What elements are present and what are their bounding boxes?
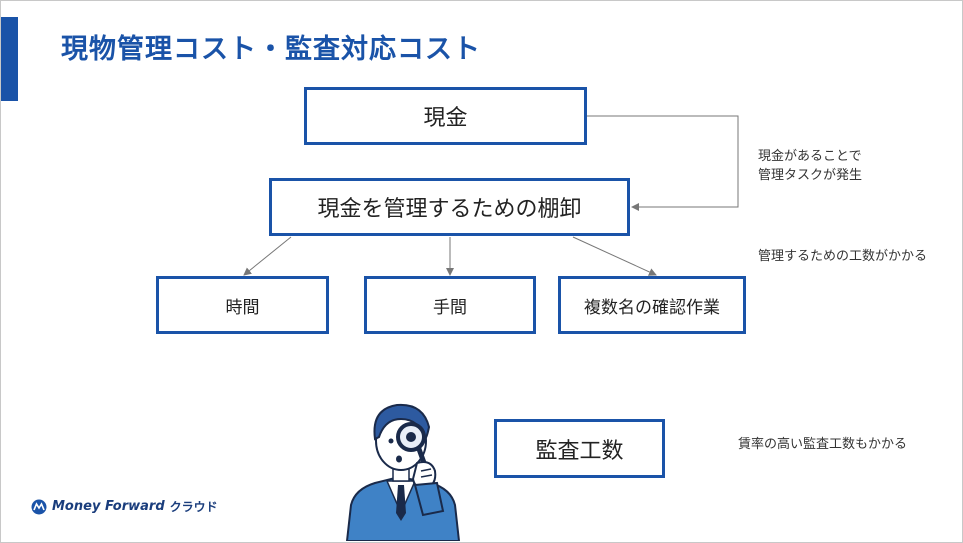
money-forward-logo-icon — [31, 499, 47, 514]
logo-suffix: クラウド — [169, 500, 218, 514]
task-note-line1: 現金があることで — [758, 149, 862, 164]
confirmation-box: 複数名の確認作業 — [558, 276, 746, 334]
cash-to-inventory-connector — [587, 115, 739, 211]
cash-box: 現金 — [304, 87, 587, 145]
audit-box: 監査工数 — [494, 419, 665, 478]
task-note: 現金があることで 管理タスクが発生 — [758, 147, 862, 185]
effort-box: 手間 — [364, 276, 536, 334]
money-forward-logo: Money Forward クラウド — [31, 498, 218, 515]
page-title: 現物管理コスト・監査対応コスト — [61, 34, 481, 65]
title-accent-bar — [1, 17, 18, 101]
logo-brand: Money Forward — [52, 499, 165, 514]
time-box: 時間 — [156, 276, 329, 334]
manage-note: 管理するための工数がかかる — [758, 249, 928, 264]
audit-note: 賃率の高い監査工数もかかる — [738, 437, 908, 452]
task-note-line2: 管理タスクが発生 — [758, 168, 863, 183]
inventory-to-time-arrow — [243, 236, 292, 276]
person-with-magnifier-icon — [345, 403, 461, 541]
inventory-box: 現金を管理するための棚卸 — [269, 178, 630, 236]
inventory-to-confirmation-arrow — [572, 236, 657, 276]
